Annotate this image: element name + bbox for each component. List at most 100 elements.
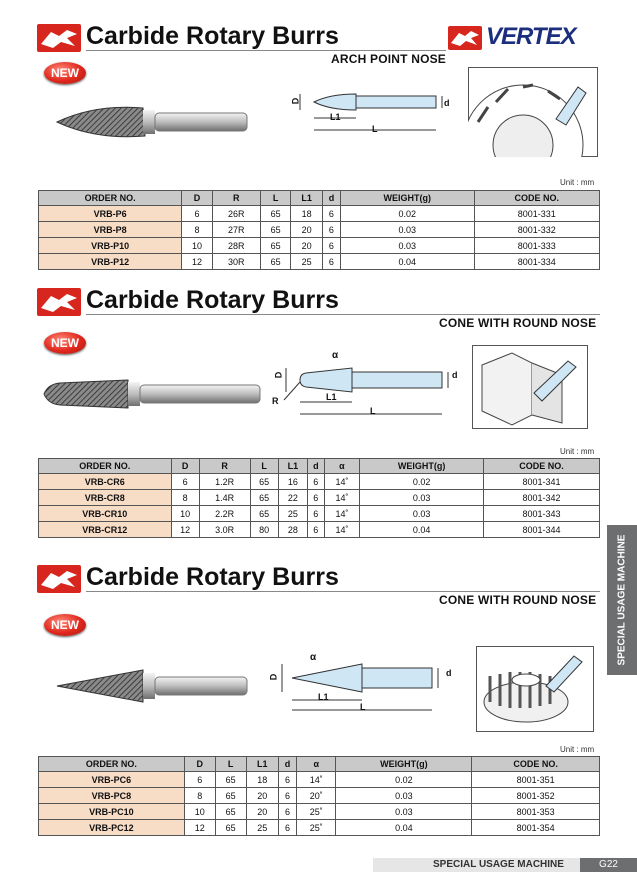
order-number-cell: VRB-CR6 <box>38 473 172 490</box>
table-cell: 8001-332 <box>473 221 601 238</box>
column-header: ORDER NO. <box>38 756 185 772</box>
column-header: CODE NO. <box>471 756 600 772</box>
table-cell: 65 <box>259 205 292 222</box>
table-cell: 65 <box>214 787 247 804</box>
table-cell: 22 <box>277 489 309 506</box>
table-cell: 80 <box>249 521 279 538</box>
table-cell: 6 <box>277 787 298 804</box>
table-cell: 6 <box>277 771 298 788</box>
table-cell: 0.03 <box>335 787 473 804</box>
arch-point-dimension-diagram <box>299 93 443 131</box>
order-number-cell: VRB-PC6 <box>38 771 185 788</box>
dim-label-D: D <box>268 673 279 681</box>
gear-application-illustration <box>468 67 598 157</box>
table-cell: 6 <box>183 771 216 788</box>
table-cell: 8 <box>170 489 200 506</box>
footer-bar <box>373 858 637 872</box>
table-cell: 6 <box>307 505 325 522</box>
column-header: L1 <box>245 756 279 772</box>
column-header: L <box>214 756 247 772</box>
table-cell: 25 <box>245 819 279 836</box>
vertex-bird-icon <box>448 26 482 50</box>
table-cell: 8001-331 <box>473 205 601 222</box>
column-header: α <box>296 756 337 772</box>
table-cell: 14˚ <box>323 473 361 490</box>
table-cell: 12 <box>181 253 213 270</box>
cone-round-nose-burr-image <box>43 379 261 409</box>
table-cell: 0.02 <box>335 771 473 788</box>
column-header: α <box>323 458 361 474</box>
section-2-subtitle: CONE WITH ROUND NOSE <box>439 316 597 330</box>
table-cell: 0.03 <box>335 803 473 820</box>
order-number-cell: VRB-P10 <box>37 237 183 254</box>
dim-label-L1: L1 <box>326 392 337 402</box>
dim-label-alpha: α <box>310 652 317 663</box>
order-number-cell: VRB-P6 <box>37 205 183 222</box>
table-cell: 8001-351 <box>471 771 600 788</box>
table-cell: 0.02 <box>339 205 475 222</box>
column-header: L1 <box>277 458 309 474</box>
table-cell: 26R <box>211 205 261 222</box>
brand-bird-logo <box>37 565 81 593</box>
order-number-cell: VRB-P8 <box>37 221 183 238</box>
table-cell: 12 <box>183 819 216 836</box>
table-cell: 25˚ <box>296 803 337 820</box>
dim-label-D: D <box>290 97 301 105</box>
title-divider <box>86 50 446 51</box>
table-cell: 65 <box>259 237 292 254</box>
arch-point-burr-image <box>55 106 248 138</box>
side-category-tab: SPECIAL USAGE MACHINE <box>607 525 637 675</box>
table-cell: 6 <box>307 473 325 490</box>
dim-label-d: d <box>444 98 450 108</box>
fin-application-illustration <box>476 646 594 732</box>
column-header: D <box>183 756 216 772</box>
table-cell: 65 <box>214 819 247 836</box>
groove-application-illustration <box>472 345 588 429</box>
column-header: d <box>307 458 325 474</box>
table-cell: 10 <box>181 237 213 254</box>
table-cell: 30R <box>211 253 261 270</box>
table-cell: 65 <box>259 221 292 238</box>
dim-label-d: d <box>446 668 452 678</box>
dim-label-alpha: α <box>332 350 339 361</box>
table-cell: 0.03 <box>339 221 475 238</box>
table-cell: 8001-342 <box>482 489 601 506</box>
column-header: CODE NO. <box>482 458 601 474</box>
column-header: D <box>170 458 200 474</box>
column-header: L <box>249 458 279 474</box>
table-cell: 8001-354 <box>471 819 600 836</box>
side-category-label: SPECIAL USAGE MACHINE <box>616 534 628 666</box>
order-number-cell: VRB-CR12 <box>38 521 172 538</box>
table-cell: 8 <box>183 787 216 804</box>
unit-label: Unit : mm <box>560 447 595 456</box>
column-header: CODE NO. <box>473 190 601 206</box>
table-cell: 25˚ <box>296 819 337 836</box>
table-cell: 0.02 <box>359 473 484 490</box>
title-divider <box>86 314 600 315</box>
vertex-wordmark: VERTEX <box>486 23 577 50</box>
table-cell: 27R <box>211 221 261 238</box>
section-1-subtitle: ARCH POINT NOSE <box>331 52 447 66</box>
table-cell: 18 <box>245 771 279 788</box>
column-header: d <box>321 190 341 206</box>
footer-section-name: SPECIAL USAGE MACHINE <box>433 859 564 870</box>
column-header: WEIGHT(g) <box>339 190 475 206</box>
section-title: Carbide Rotary Burrs <box>86 286 339 314</box>
table-cell: 20 <box>245 787 279 804</box>
table-cell: 0.04 <box>335 819 473 836</box>
order-number-cell: VRB-PC12 <box>38 819 185 836</box>
table-cell: 65 <box>249 473 279 490</box>
table-cell: 0.03 <box>359 489 484 506</box>
